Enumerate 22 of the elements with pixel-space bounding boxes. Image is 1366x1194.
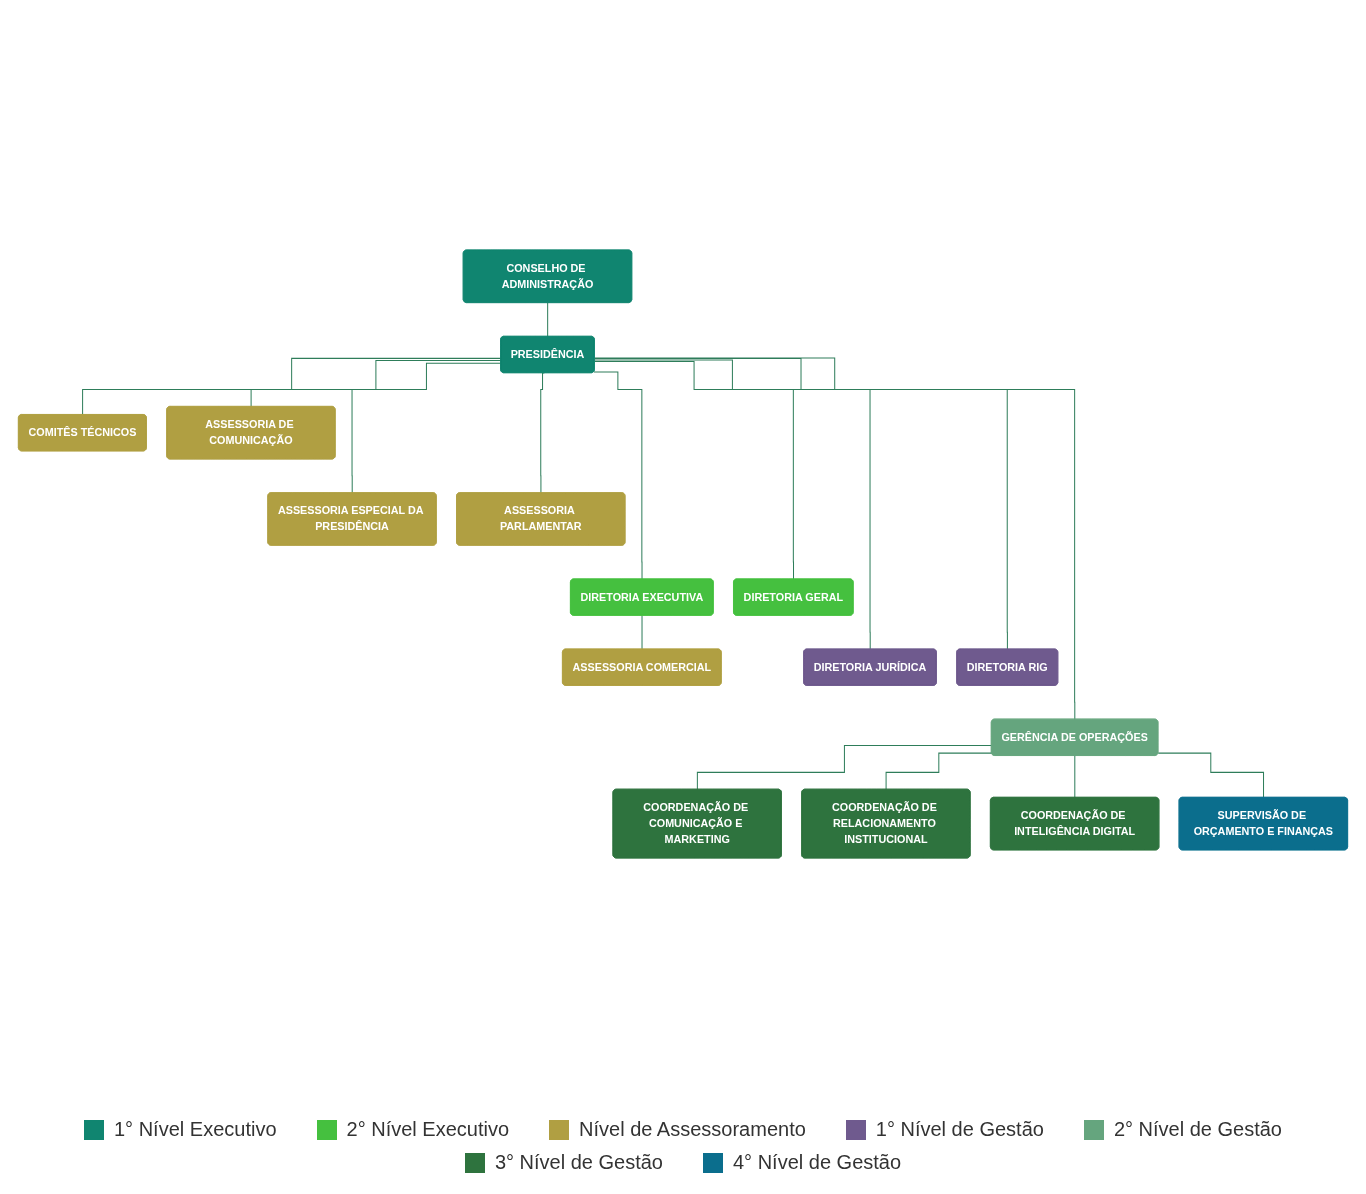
- connector: [594, 357, 1009, 650]
- legend-label: 1° Nível Executivo: [114, 1118, 277, 1141]
- connector: [1157, 752, 1265, 799]
- legend-label: 4° Nível de Gestão: [733, 1151, 902, 1174]
- legend-label: Nível de Assessoramento: [579, 1118, 806, 1141]
- connector: [594, 359, 871, 650]
- connector: [351, 362, 502, 494]
- connector: [1074, 755, 1076, 799]
- legend-label: 2° Nível Executivo: [346, 1118, 510, 1141]
- connector: [594, 361, 795, 580]
- legend-label: 2° Nível de Gestão: [1113, 1118, 1282, 1141]
- connector: [641, 615, 643, 650]
- legend-label: 1° Nível de Gestão: [875, 1118, 1044, 1141]
- connector: [547, 302, 549, 338]
- connector: [885, 752, 993, 791]
- connector: [593, 371, 643, 580]
- connector: [696, 744, 993, 791]
- connector: [82, 357, 502, 416]
- connector: [540, 372, 545, 494]
- connector: [594, 357, 1076, 720]
- legend-label: 3° Nível de Gestão: [494, 1151, 663, 1174]
- connector: [250, 359, 502, 408]
